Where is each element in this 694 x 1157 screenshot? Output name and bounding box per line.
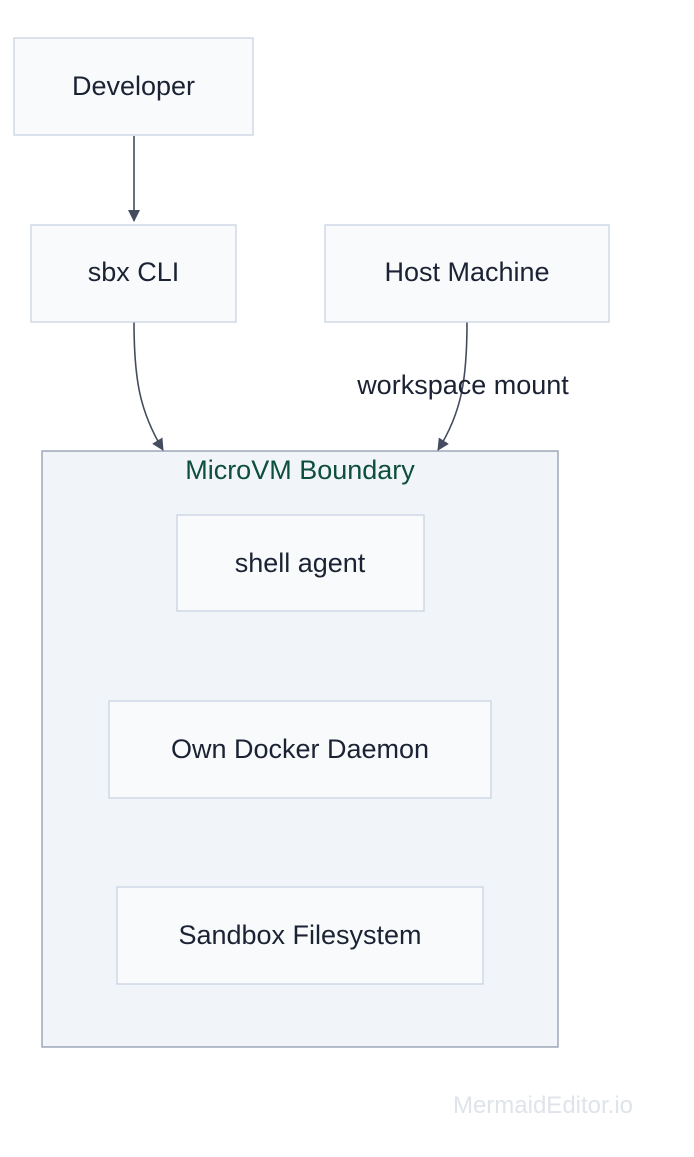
node-sandbox-filesystem-label: Sandbox Filesystem — [178, 920, 421, 950]
node-sbx-cli: sbx CLI — [30, 224, 237, 323]
node-shell-agent: shell agent — [176, 514, 425, 612]
node-developer: Developer — [13, 37, 254, 136]
node-sbx-cli-label: sbx CLI — [88, 257, 180, 287]
node-sandbox-filesystem: Sandbox Filesystem — [116, 886, 484, 985]
microvm-boundary-label: MicroVM Boundary — [185, 455, 415, 485]
node-host-machine-box — [324, 224, 610, 323]
node-sbx-cli-box — [30, 224, 237, 323]
node-sandbox-filesystem-box — [116, 886, 484, 985]
watermark-logo: MermaidEditor.io — [453, 1092, 633, 1119]
node-host-machine-label: Host Machine — [384, 257, 549, 287]
node-docker-daemon-label: Own Docker Daemon — [171, 734, 429, 764]
node-host-machine: Host Machine — [324, 224, 610, 323]
node-shell-agent-box — [176, 514, 425, 612]
node-docker-daemon-box — [108, 700, 492, 799]
edges: workspace mount — [128, 136, 569, 451]
node-docker-daemon: Own Docker Daemon — [108, 700, 492, 799]
node-shell-agent-label: shell agent — [235, 548, 366, 578]
edge-label-workspace-mount: workspace mount — [356, 370, 569, 400]
node-developer-box — [13, 37, 254, 136]
edge-sbx-cli-to-microvm — [133, 321, 164, 451]
edge-host-machine-to-microvm — [437, 321, 468, 451]
node-developer-label: Developer — [72, 71, 195, 101]
